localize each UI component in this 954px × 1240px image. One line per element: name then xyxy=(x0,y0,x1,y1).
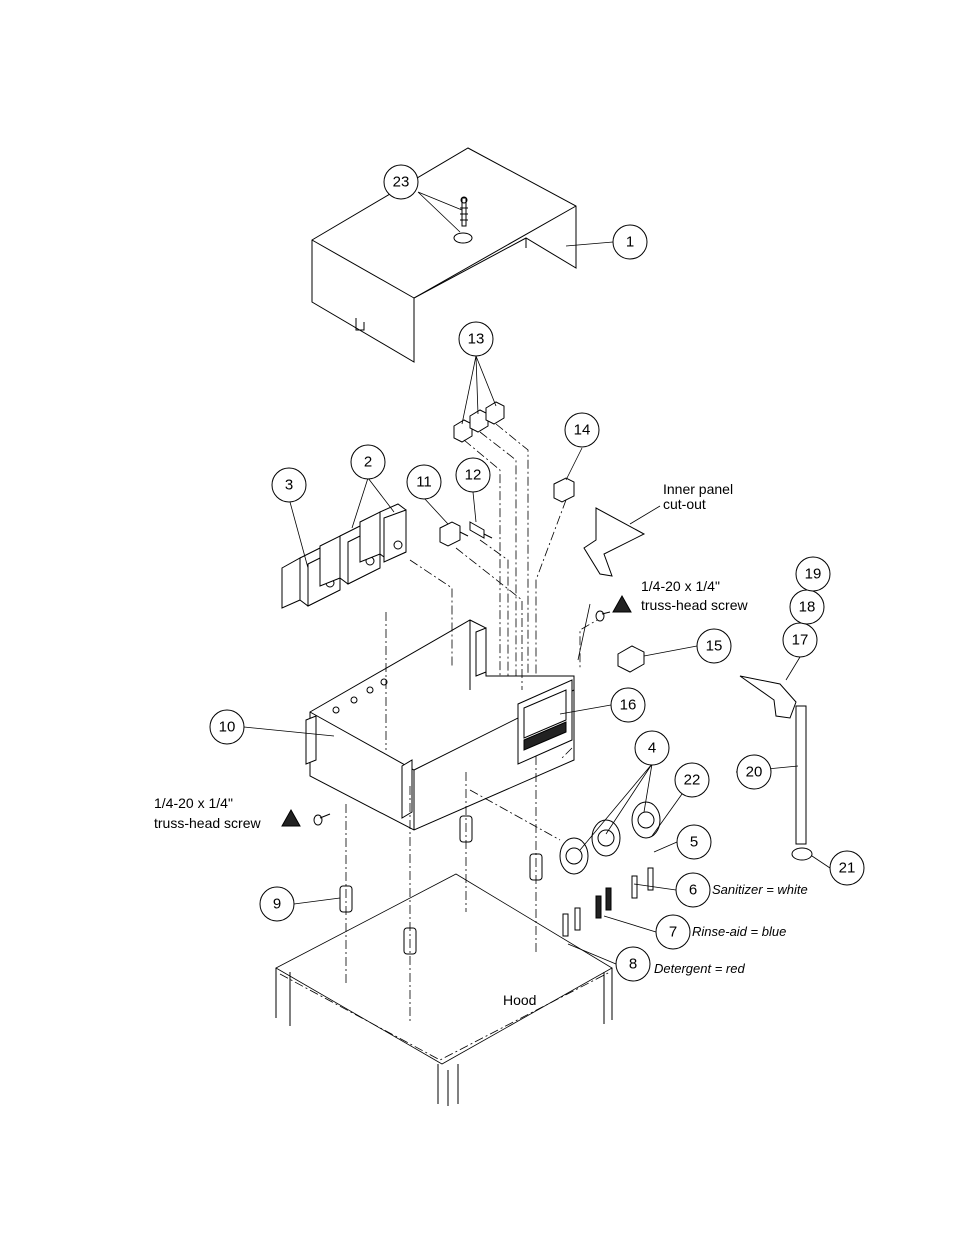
callout-7: 7 xyxy=(655,914,691,950)
svg-text:23: 23 xyxy=(393,174,410,191)
svg-text:9: 9 xyxy=(273,896,281,913)
connector-part-15 xyxy=(617,645,645,673)
callout-14: 14 xyxy=(564,412,600,448)
relay-part-14 xyxy=(553,477,575,503)
callout-16: 16 xyxy=(610,687,646,723)
note-screw-left-line2: truss-head screw xyxy=(154,815,261,831)
cover-part-1 xyxy=(311,147,577,363)
svg-text:5: 5 xyxy=(690,834,698,851)
callout-8: 8 xyxy=(615,946,651,982)
callout-23: 23 xyxy=(383,164,419,200)
callout-12: 12 xyxy=(455,457,491,493)
warning-triangle-icon xyxy=(612,594,632,613)
motor-2b xyxy=(359,503,407,563)
warning-triangle-icon xyxy=(281,808,301,827)
lock-part-23 xyxy=(453,196,473,244)
note-hood: Hood xyxy=(503,992,536,1008)
note-screw-left-line1: 1/4-20 x 1/4" xyxy=(154,795,233,811)
panel-part-16 xyxy=(517,679,573,765)
callout-20: 20 xyxy=(736,754,772,790)
callout-13: 13 xyxy=(458,321,494,357)
inner-panel-cutout xyxy=(583,507,646,577)
svg-text:21: 21 xyxy=(839,860,856,877)
svg-text:20: 20 xyxy=(746,764,763,781)
callout-4: 4 xyxy=(634,730,670,766)
callout-10: 10 xyxy=(209,709,245,745)
svg-text:19: 19 xyxy=(805,566,822,583)
svg-text:18: 18 xyxy=(799,599,816,616)
svg-text:2: 2 xyxy=(364,454,372,471)
spacers-part-9 xyxy=(339,815,543,955)
callout-1: 1 xyxy=(612,224,648,260)
pumps-part-4 xyxy=(559,801,661,875)
svg-text:6: 6 xyxy=(689,882,697,899)
callout-15: 15 xyxy=(696,628,732,664)
note-screw-right-line1: 1/4-20 x 1/4" xyxy=(641,578,720,594)
switch-part-11 xyxy=(439,521,469,547)
callout-5: 5 xyxy=(676,824,712,860)
note-screw-right-line2: truss-head screw xyxy=(641,597,748,613)
callout-21: 21 xyxy=(829,850,865,886)
fuse-part-12 xyxy=(469,521,493,539)
chassis-part-10 xyxy=(305,619,575,831)
connectors-part-13 xyxy=(453,401,505,443)
callout-19: 19 xyxy=(795,556,831,592)
svg-text:3: 3 xyxy=(285,477,293,494)
note-rinse-aid: Rinse-aid = blue xyxy=(692,924,786,939)
svg-text:1: 1 xyxy=(626,234,634,251)
svg-text:13: 13 xyxy=(468,331,485,348)
callout-6: 6 xyxy=(675,872,711,908)
svg-text:11: 11 xyxy=(416,474,432,491)
motors-part-2-3 xyxy=(281,503,407,609)
callout-2: 2 xyxy=(350,444,386,480)
alignment-lines xyxy=(345,423,605,1024)
hood xyxy=(275,873,613,1106)
note-sanitizer: Sanitizer = white xyxy=(712,882,808,897)
callout-22: 22 xyxy=(674,762,710,798)
screw-left xyxy=(313,813,331,826)
callout-9: 9 xyxy=(259,886,295,922)
screw-right xyxy=(595,610,611,622)
note-inner-panel-line2: cut-out xyxy=(663,496,706,512)
svg-text:7: 7 xyxy=(669,924,677,941)
svg-text:16: 16 xyxy=(620,697,637,714)
callout-18: 18 xyxy=(789,589,825,625)
svg-text:15: 15 xyxy=(706,638,723,655)
svg-text:10: 10 xyxy=(219,719,236,736)
svg-text:17: 17 xyxy=(792,632,809,649)
svg-text:12: 12 xyxy=(465,467,482,484)
svg-text:22: 22 xyxy=(684,772,701,789)
note-detergent: Detergent = red xyxy=(654,961,745,976)
svg-text:8: 8 xyxy=(629,956,637,973)
note-inner-panel-line1: Inner panel xyxy=(663,481,733,497)
callout-17: 17 xyxy=(782,622,818,658)
svg-text:14: 14 xyxy=(574,422,591,439)
callout-3: 3 xyxy=(271,467,307,503)
probe-part-17-21 xyxy=(739,675,813,861)
svg-text:4: 4 xyxy=(648,740,656,757)
callout-11: 11 xyxy=(406,464,442,500)
tubes-part-5-8 xyxy=(562,867,654,937)
